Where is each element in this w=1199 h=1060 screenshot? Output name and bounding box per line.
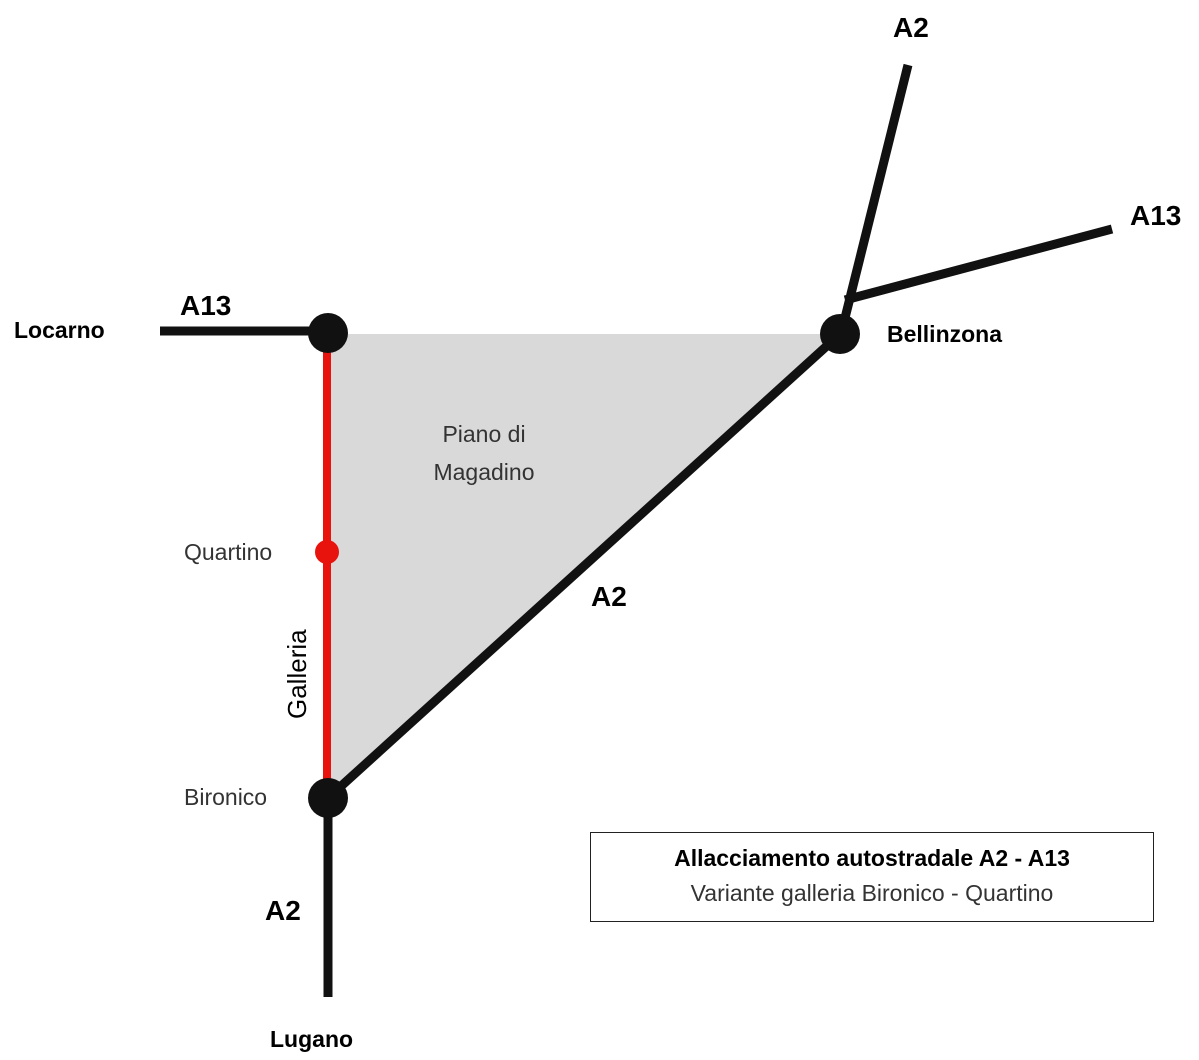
- node-locarno-junction: [308, 313, 348, 353]
- road-a13-north: [843, 224, 1114, 305]
- label-bellinzona: Bellinzona: [887, 321, 1002, 347]
- label-locarno: Locarno: [14, 317, 105, 343]
- label-quartino: Quartino: [184, 539, 272, 565]
- label-a13-left: A13: [180, 290, 231, 321]
- node-quartino: [315, 540, 339, 564]
- legend-box: Allacciamento autostradale A2 - A13 Vari…: [590, 832, 1154, 922]
- node-bironico: [308, 778, 348, 818]
- label-bironico: Bironico: [184, 784, 267, 810]
- label-a2-top: A2: [893, 12, 929, 43]
- label-a2-bottom: A2: [265, 895, 301, 926]
- label-galleria: Galleria: [282, 629, 312, 719]
- label-lugano: Lugano: [270, 1026, 353, 1052]
- node-bellinzona: [820, 314, 860, 354]
- road-a2-north: [840, 63, 913, 320]
- road-a2-bellinzona-bironico: [324, 330, 844, 802]
- label-area-line2: Magadino: [433, 459, 534, 485]
- label-a2-diagonal: A2: [591, 581, 627, 612]
- label-area-line1: Piano di: [442, 421, 525, 447]
- label-a13-right: A13: [1130, 200, 1181, 231]
- legend-subtitle: Variante galleria Bironico - Quartino: [690, 880, 1054, 906]
- legend-title: Allacciamento autostradale A2 - A13: [674, 845, 1070, 871]
